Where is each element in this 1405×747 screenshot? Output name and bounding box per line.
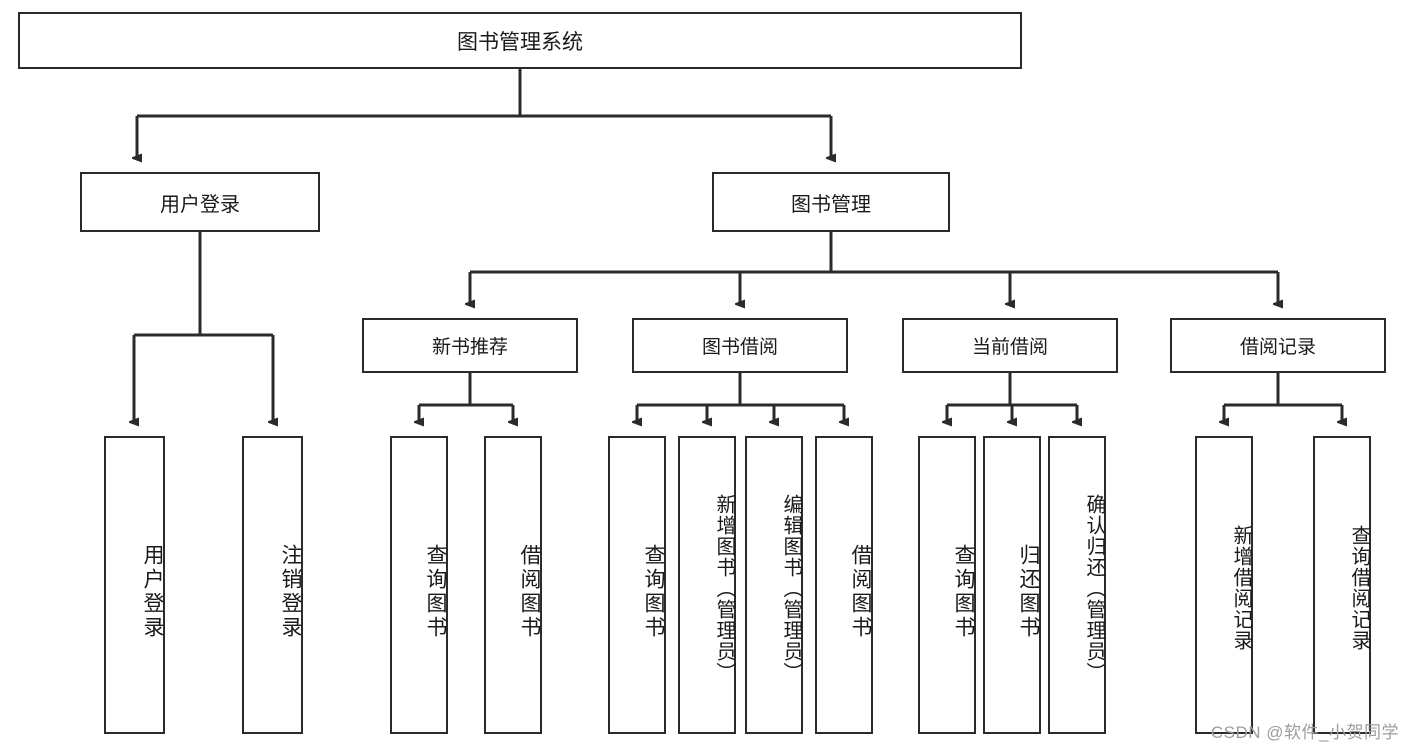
- node-new-book-recommend[interactable]: 新书推荐: [362, 318, 578, 373]
- node-current-borrow[interactable]: 当前借阅: [902, 318, 1118, 373]
- leaf-node-label: 新增图书（管理员）: [713, 493, 735, 683]
- leaf-node-label: 借阅图书: [849, 544, 872, 640]
- leaf-node-label: 查询借阅记录: [1348, 525, 1370, 651]
- csdn-watermark: CSDN @软件_小贺同学: [1210, 723, 1399, 742]
- leaf-node-label: 编辑图书（管理员）: [780, 493, 802, 683]
- leaf-node[interactable]: 新增借阅记录: [1195, 436, 1253, 734]
- leaf-node[interactable]: 查询图书: [608, 436, 666, 734]
- leaf-node-label: 注销登录: [279, 544, 302, 640]
- leaf-node[interactable]: 查询图书: [390, 436, 448, 734]
- leaf-node-label: 新增借阅记录: [1230, 525, 1252, 651]
- leaf-node[interactable]: 借阅图书: [484, 436, 542, 734]
- node-borrow-record-label: 借阅记录: [1239, 337, 1316, 358]
- leaf-node-label: 借阅图书: [518, 544, 541, 640]
- leaf-node[interactable]: 编辑图书（管理员）: [745, 436, 803, 734]
- leaf-node[interactable]: 用户登录: [104, 436, 165, 734]
- node-book-borrow[interactable]: 图书借阅: [632, 318, 848, 373]
- leaf-node[interactable]: 新增图书（管理员）: [678, 436, 736, 734]
- node-book-borrow-label: 图书借阅: [701, 337, 778, 358]
- leaf-node-label: 确认归还（管理员）: [1083, 493, 1105, 683]
- leaf-node[interactable]: 注销登录: [242, 436, 303, 734]
- node-current-borrow-label: 当前借阅: [971, 337, 1048, 358]
- leaf-node-label: 归还图书: [1017, 544, 1040, 640]
- node-borrow-record[interactable]: 借阅记录: [1170, 318, 1386, 373]
- node-root-label: 图书管理系统: [457, 30, 583, 54]
- node-book-management-label: 图书管理: [791, 193, 871, 216]
- leaf-node[interactable]: 查询图书: [918, 436, 976, 734]
- leaf-node-label: 查询图书: [952, 544, 975, 640]
- leaf-node[interactable]: 确认归还（管理员）: [1048, 436, 1106, 734]
- leaf-node[interactable]: 借阅图书: [815, 436, 873, 734]
- leaf-node-label: 查询图书: [424, 544, 447, 640]
- leaf-node-label: 查询图书: [642, 544, 665, 640]
- leaf-node-label: 用户登录: [141, 544, 164, 640]
- node-user-login-label: 用户登录: [160, 193, 240, 216]
- node-user-login[interactable]: 用户登录: [80, 172, 320, 232]
- leaf-node[interactable]: 查询借阅记录: [1313, 436, 1371, 734]
- node-new-book-recommend-label: 新书推荐: [431, 337, 508, 358]
- node-root[interactable]: 图书管理系统: [18, 12, 1022, 69]
- node-book-management[interactable]: 图书管理: [712, 172, 950, 232]
- leaf-node[interactable]: 归还图书: [983, 436, 1041, 734]
